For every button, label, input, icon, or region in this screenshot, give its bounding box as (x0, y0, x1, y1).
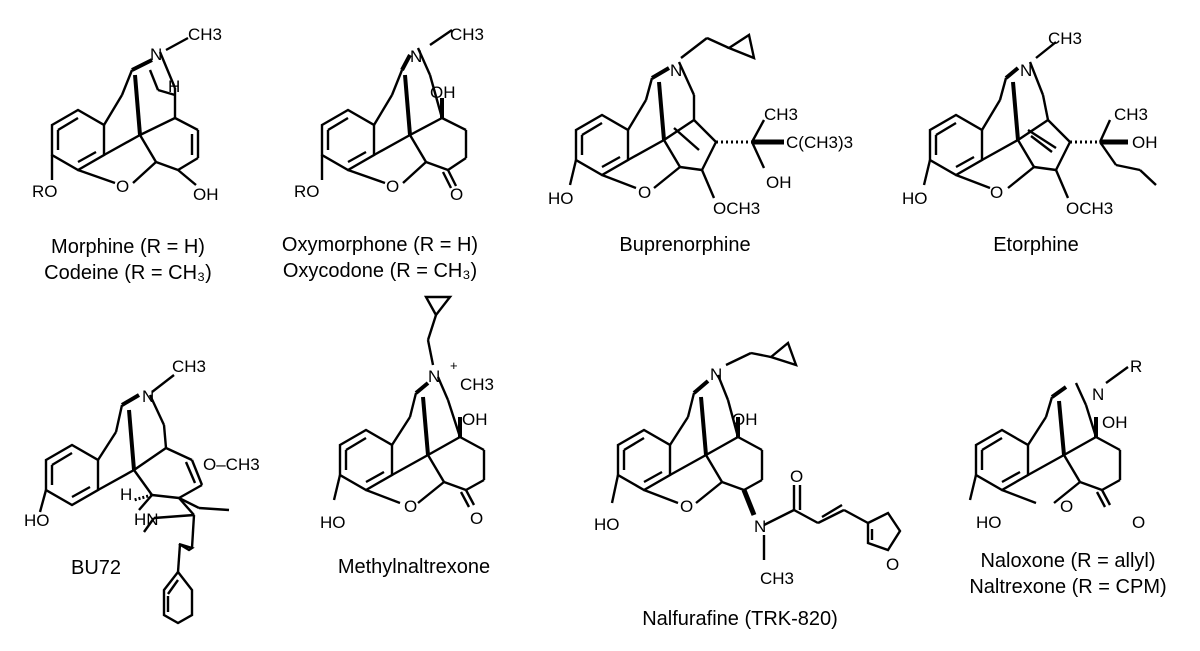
caption-line: Naloxone (R = allyl) (980, 550, 1156, 572)
atom-oh: OH (430, 83, 456, 102)
atom-methyl: CH3 (450, 25, 484, 44)
atom-ho: HO (902, 189, 928, 208)
atom-methyl: CH3 (188, 25, 222, 44)
atom-ketone-o: O (1132, 513, 1145, 532)
atom-oh: OH (732, 410, 758, 429)
atom-o: O (386, 177, 399, 196)
atom-och3: OCH3 (713, 199, 760, 218)
atom-n: N (150, 45, 162, 64)
caption-line: Oxymorphone (R = H) (281, 234, 479, 256)
atom-ketone-o: O (450, 185, 463, 204)
atom-n: N (1092, 385, 1104, 404)
atom-n: N (1020, 61, 1032, 80)
atom-oh: OH (462, 410, 488, 429)
caption-line: BU72 (70, 557, 122, 579)
atom-r: R (1130, 357, 1142, 376)
atom-hn: HN (134, 510, 159, 529)
caption-naloxone-naltrexone: Naloxone (R = allyl) Naltrexone (R = CPM… (969, 548, 1166, 600)
atom-ro: RO (294, 182, 320, 201)
atom-ch3: CH3 (764, 105, 798, 124)
atom-n: N (428, 367, 440, 386)
atom-amide-o: O (790, 467, 803, 486)
atom-n: N (710, 365, 722, 384)
atom-tbu: C(CH3)3 (786, 133, 853, 152)
atom-och3: O–CH3 (203, 455, 260, 474)
caption-line: Buprenorphine (619, 234, 751, 256)
atom-amide-n: N (754, 517, 766, 536)
atom-o: O (638, 183, 651, 202)
atom-n: N (670, 61, 682, 80)
atom-furan-o: O (886, 555, 899, 574)
atom-o: O (1060, 497, 1073, 516)
atom-ch3: CH3 (1114, 105, 1148, 124)
caption-morphine-codeine: Morphine (R = H) Codeine (R = CH₃) (44, 234, 212, 286)
caption-bu72: BU72 (71, 555, 121, 581)
atom-ho: HO (24, 511, 50, 530)
caption-buprenorphine: Buprenorphine (619, 232, 750, 258)
caption-oxymorphone-oxycodone: Oxymorphone (R = H) Oxycodone (R = CH₃) (282, 232, 478, 284)
atom-methyl: CH3 (172, 357, 206, 376)
caption-line: Codeine (R = CH₃) (44, 262, 212, 284)
atom-methyl: CH3 (1048, 29, 1082, 48)
atom-ro: RO (32, 182, 58, 201)
atom-och3: OCH3 (1066, 199, 1113, 218)
caption-line: Etorphine (993, 234, 1079, 256)
atom-ho: HO (548, 189, 574, 208)
atom-oh: OH (1102, 413, 1128, 432)
caption-etorphine: Etorphine (993, 232, 1079, 258)
atom-n: N (410, 47, 422, 66)
atom-ho: HO (320, 513, 346, 532)
atom-oh: OH (1132, 133, 1158, 152)
atom-ch3: CH3 (460, 375, 494, 394)
caption-line: Oxycodone (R = CH₃) (282, 260, 478, 282)
caption-line: Morphine (R = H) (51, 236, 205, 258)
atom-ho: HO (594, 515, 620, 534)
atom-o: O (116, 177, 129, 196)
atom-o: O (680, 497, 693, 516)
atom-plus: + (450, 358, 458, 373)
atom-h: H (168, 77, 180, 96)
caption-line: Naltrexone (R = CPM) (969, 576, 1167, 598)
atom-o: O (990, 183, 1003, 202)
atom-n: N (142, 387, 154, 406)
caption-line: Nalfurafine (TRK-820) (642, 608, 838, 630)
caption-methylnaltrexone: Methylnaltrexone (338, 554, 490, 580)
caption-nalfurafine: Nalfurafine (TRK-820) (642, 606, 838, 632)
atom-ketone-o: O (470, 509, 483, 528)
caption-line: Methylnaltrexone (337, 556, 491, 578)
atom-o: O (404, 497, 417, 516)
atom-ch3: CH3 (760, 569, 794, 588)
atom-h: H (120, 485, 132, 504)
atom-ho: HO (976, 513, 1002, 532)
atom-oh: OH (193, 185, 219, 204)
atom-oh: OH (766, 173, 792, 192)
